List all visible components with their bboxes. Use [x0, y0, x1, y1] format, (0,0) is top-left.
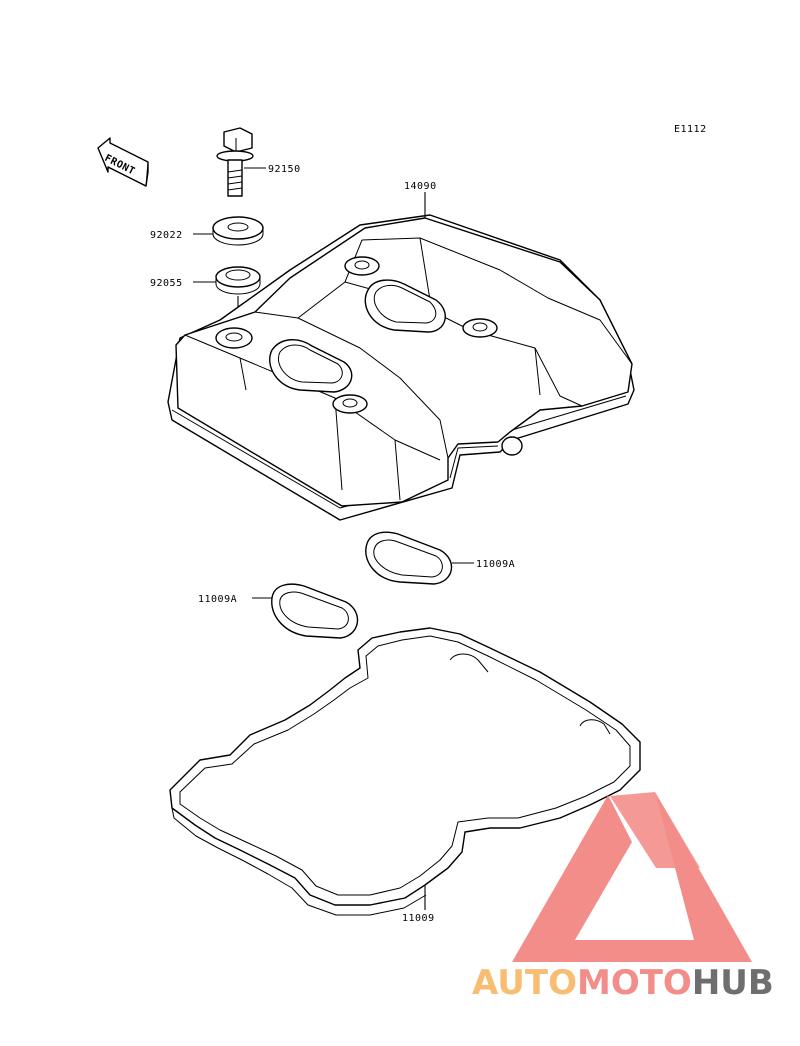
- bolt-92150: [216, 127, 254, 197]
- watermark-hub: HUB: [692, 963, 774, 1003]
- label-92055: 92055: [150, 278, 183, 289]
- watermark-text: AUTOMOTOHUB: [472, 963, 774, 1003]
- cylinder-head-cover-14090: [167, 214, 635, 521]
- cover-gasket-11009: [169, 627, 641, 916]
- plug-gasket-11009a-left: [271, 583, 359, 639]
- grommet-92055: [215, 266, 261, 295]
- automotohub-logo: AUTOMOTOHUB: [472, 792, 774, 1003]
- washer-92022: [212, 216, 264, 246]
- logo-triangle-icon: [512, 792, 752, 962]
- label-11009a-left: 11009A: [198, 594, 237, 605]
- watermark-auto: AUTO: [472, 963, 577, 1003]
- label-92022: 92022: [150, 230, 183, 241]
- front-arrow-icon: FRONT: [97, 137, 149, 187]
- watermark-moto: MOTO: [577, 963, 692, 1003]
- logo-m-shape-icon: [610, 792, 700, 868]
- label-11009: 11009: [402, 913, 435, 924]
- label-14090: 14090: [404, 181, 437, 192]
- label-92150: 92150: [268, 164, 301, 175]
- label-11009a-right: 11009A: [476, 559, 515, 570]
- diagram-code: E1112: [674, 124, 707, 135]
- plug-gasket-11009a-right: [365, 531, 452, 585]
